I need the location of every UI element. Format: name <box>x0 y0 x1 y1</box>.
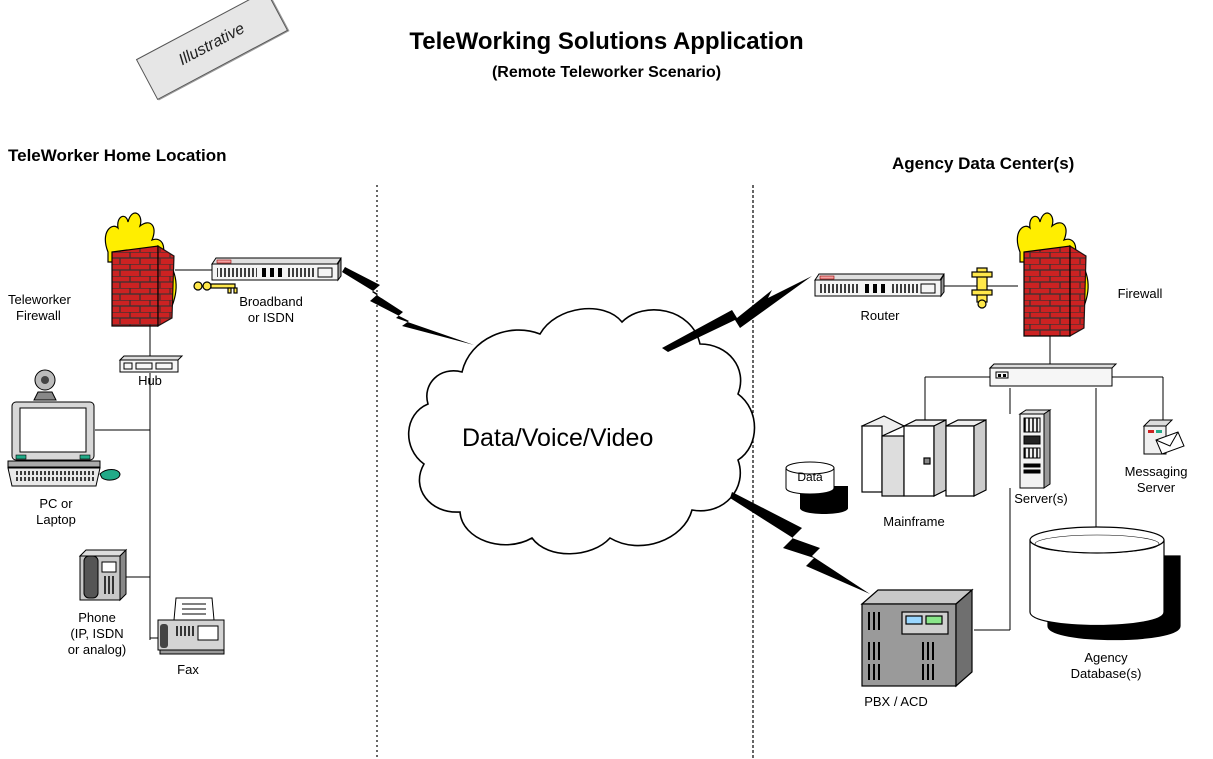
teleworker-firewall-label: Teleworker Firewall <box>8 292 71 324</box>
section-agency-heading: Agency Data Center(s) <box>892 154 1075 173</box>
page-title: TeleWorking Solutions Application <box>409 28 804 55</box>
fax-label: Fax <box>177 662 199 677</box>
router-label: Router <box>860 308 900 323</box>
link-cloud-pbx <box>730 492 870 594</box>
pc-label-line1: PC or <box>39 496 73 511</box>
phone-label-line3: or analog) <box>67 642 127 657</box>
fax-icon <box>157 597 225 655</box>
agency-database-label-line2: Database(s) <box>1070 666 1142 681</box>
mainframe-label: Mainframe <box>883 514 945 529</box>
messaging-server-label: Messaging Server <box>1116 464 1196 496</box>
data-storage-icon <box>785 461 848 514</box>
cloud-label: Data/Voice/Video <box>462 424 654 452</box>
pbx-acd-label: PBX / ACD <box>864 694 928 709</box>
broadband-label-line2: or ISDN <box>247 310 295 325</box>
pc-label-line2: Laptop <box>36 512 76 527</box>
broadband-label: Broadband or ISDN <box>236 294 306 326</box>
messaging-server-label-line2: Server <box>1136 480 1176 495</box>
pbx-acd-icon <box>860 588 974 688</box>
cloud-shape <box>407 307 756 555</box>
phone-label-line2: (IP, ISDN <box>70 626 124 641</box>
section-home-heading: TeleWorker Home Location <box>8 146 227 165</box>
broadband-modem-icon <box>211 257 342 282</box>
key-icon <box>193 281 238 294</box>
page-subtitle: (Remote Teleworker Scenario) <box>491 64 722 81</box>
pc-icon <box>7 369 121 487</box>
agency-database-label-line1: Agency <box>1084 650 1128 665</box>
teleworker-firewall-icon <box>104 212 177 328</box>
phone-icon <box>78 548 128 602</box>
teleworker-firewall-label-line2: Firewall <box>16 308 61 323</box>
link-home-cloud <box>342 267 474 345</box>
agency-database-icon <box>1029 526 1181 641</box>
messaging-server-label-line1: Messaging <box>1124 464 1188 479</box>
mainframe-icon <box>860 415 987 497</box>
hub-icon <box>118 355 184 373</box>
broadband-label-line1: Broadband <box>239 294 303 309</box>
hub-label: Hub <box>138 373 162 388</box>
home-wiring <box>95 269 212 640</box>
agency-switch-icon <box>988 363 1118 387</box>
router-icon <box>814 273 945 298</box>
teleworker-firewall-label-line1: Teleworker <box>8 292 71 307</box>
pc-label: PC or Laptop <box>26 496 86 528</box>
servers-label: Server(s) <box>1014 491 1068 506</box>
data-storage-label: Data <box>797 470 823 484</box>
server-icon <box>1018 409 1052 489</box>
security-key-icon <box>971 267 993 309</box>
link-cloud-router <box>662 276 812 352</box>
agency-firewall-icon <box>1016 212 1089 338</box>
agency-firewall-label: Firewall <box>1117 286 1163 301</box>
messaging-server-icon <box>1142 419 1185 455</box>
phone-label-line1: Phone <box>78 610 116 625</box>
phone-label: Phone (IP, ISDN or analog) <box>62 610 132 658</box>
agency-database-label: Agency Database(s) <box>1058 650 1154 682</box>
